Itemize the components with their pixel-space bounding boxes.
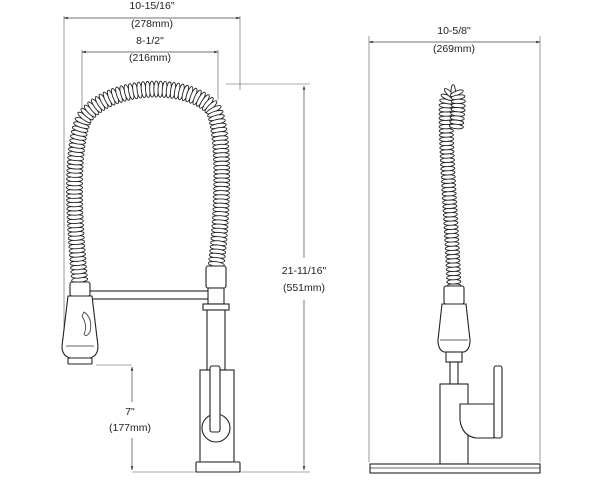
front-faucet-body bbox=[195, 265, 241, 473]
spray-height-imperial: 7" bbox=[125, 406, 135, 418]
front-spray-head bbox=[61, 281, 99, 365]
side-width-imperial: 10-5/8" bbox=[437, 25, 471, 37]
front-view: 10-15/16" (278mm) 8-1/2" (216mm) 21-11/1… bbox=[61, 0, 327, 473]
front-coil-spring bbox=[66, 80, 231, 287]
overall-width-imperial: 10-15/16" bbox=[129, 0, 174, 12]
spout-reach-metric: (216mm) bbox=[129, 52, 171, 64]
side-width-metric: (269mm) bbox=[433, 43, 475, 55]
side-coil-spring bbox=[438, 84, 466, 289]
coil-ring bbox=[448, 123, 464, 130]
overall-width-metric: (278mm) bbox=[131, 18, 173, 30]
spout-reach-imperial: 8-1/2" bbox=[136, 35, 164, 47]
side-view: 10-5/8" (269mm) bbox=[368, 25, 541, 474]
spray-height-metric: (177mm) bbox=[109, 422, 151, 434]
height-metric: (551mm) bbox=[283, 282, 325, 294]
spray-holder-arm bbox=[85, 290, 215, 300]
side-faucet-body bbox=[369, 285, 541, 474]
height-imperial: 21-11/16" bbox=[282, 265, 327, 277]
